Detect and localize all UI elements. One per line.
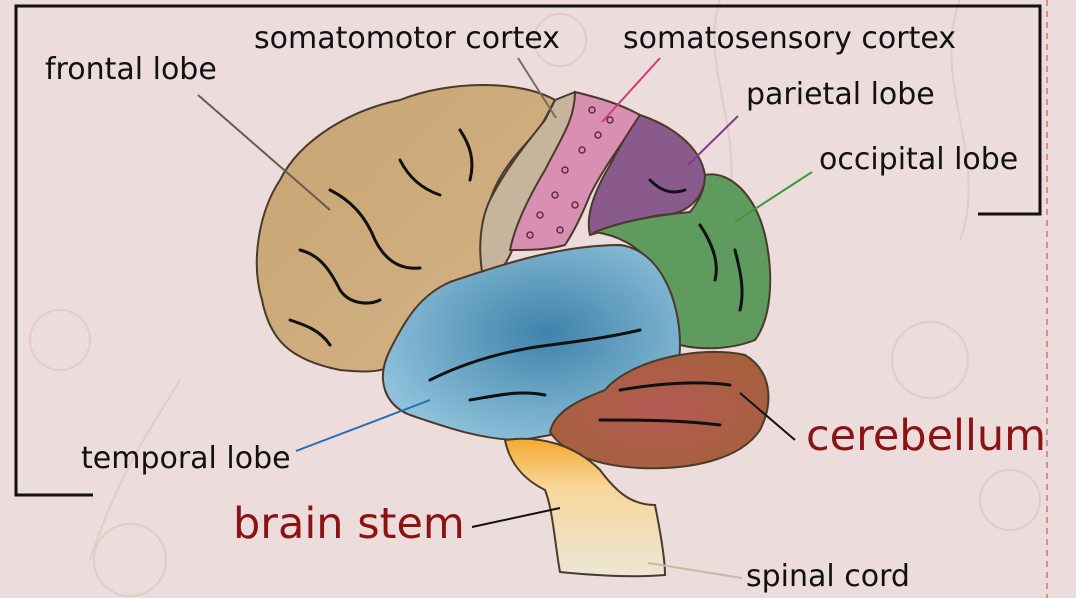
label-brain-stem: brain stem [233,503,465,546]
label-somatosensory-cortex: somatosensory cortex [623,24,956,54]
label-cerebellum: cerebellum [806,415,1046,458]
label-temporal-lobe: temporal lobe [81,444,291,474]
label-frontal-lobe: frontal lobe [45,55,217,85]
label-somatomotor-cortex: somatomotor cortex [254,24,560,54]
label-occipital-lobe: occipital lobe [819,145,1018,175]
label-parietal-lobe: parietal lobe [746,80,935,110]
label-spinal-cord: spinal cord [746,562,910,592]
